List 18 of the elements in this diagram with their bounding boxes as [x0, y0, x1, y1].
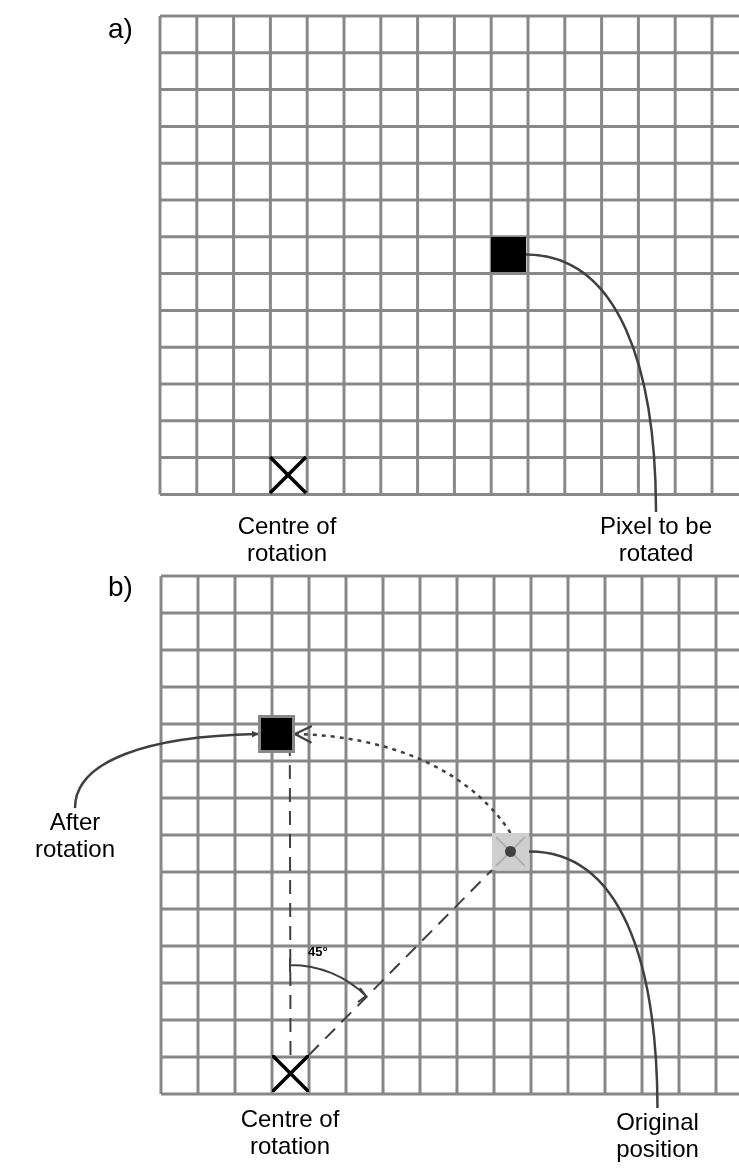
callout-text: After rotation: [10, 808, 140, 862]
angle-label: 45°: [308, 944, 329, 959]
callout-text: Centre of rotation: [239, 1105, 341, 1159]
pixel-square: [258, 715, 295, 753]
leader-line: [528, 850, 659, 1109]
dashed-line: [288, 752, 292, 1056]
cross-mark: [272, 1055, 309, 1092]
pixel-square: [491, 237, 526, 272]
curved-arrow: [73, 730, 259, 809]
callout-text: Original position: [585, 1108, 730, 1162]
callout-text: Pixel to be rotated: [586, 512, 726, 566]
panel-label: b): [108, 570, 134, 604]
leader-line: [525, 253, 658, 513]
dotted-arrow: [293, 725, 512, 834]
dashed-line: [308, 869, 493, 1056]
faded-pixel-square: [492, 833, 529, 870]
callout-text: Centre of rotation: [236, 512, 338, 566]
panel-label: a): [108, 12, 134, 46]
